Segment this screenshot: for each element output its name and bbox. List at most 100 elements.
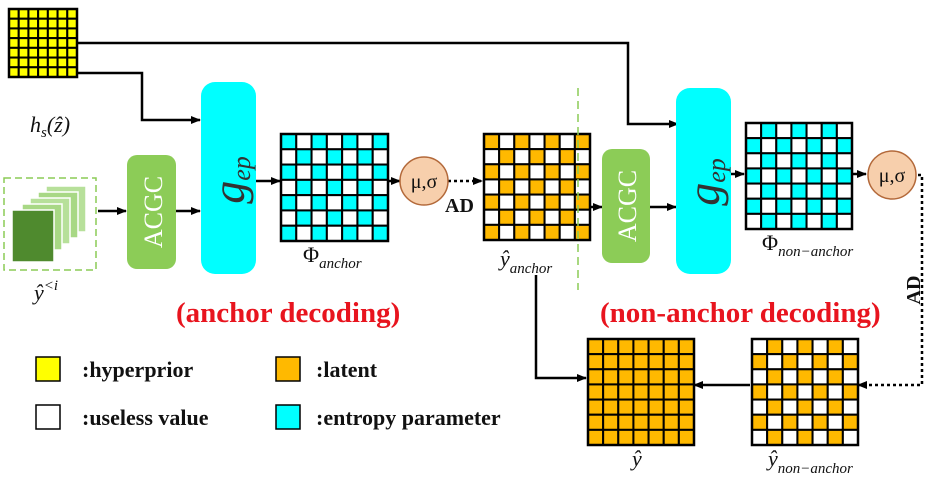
grid-cell [310, 209, 328, 227]
phi-nonanchor-label: Φnon−anchor [762, 230, 853, 260]
grid-cell [662, 353, 680, 371]
grid-cell [543, 133, 561, 151]
grid-cell [781, 413, 799, 431]
grid-cell [766, 368, 784, 386]
latent-prev-stack [11, 185, 87, 263]
grid-cell [37, 8, 49, 20]
grid-cell [46, 37, 59, 49]
grid-cell [528, 208, 546, 226]
grid-cell [325, 209, 344, 227]
grid-cell [751, 338, 769, 356]
grid-cell [820, 212, 838, 231]
grid-cell [826, 368, 844, 386]
grid-cell [796, 353, 814, 371]
grid-cell [558, 163, 576, 181]
grid-cell [66, 37, 78, 49]
grid-cell [820, 167, 838, 185]
grid-cell [573, 163, 591, 181]
grid-cell [602, 338, 620, 356]
grid-cell [602, 428, 620, 447]
grid-cell [760, 167, 778, 185]
grid-cell [558, 178, 576, 196]
grid-cell [56, 37, 69, 49]
musigma-node-nonanchor: μ,σ [867, 150, 917, 200]
grid-cell [805, 152, 823, 170]
grid-cell [56, 46, 69, 59]
grid-cell [602, 413, 620, 431]
grid-cell [341, 148, 359, 166]
grid-cell [662, 398, 680, 416]
grid-cell [325, 148, 344, 166]
grid-cell [602, 383, 620, 401]
grid-cell [766, 398, 784, 416]
grid-cell [617, 338, 635, 356]
latent-prev-label: ŷ<i [32, 278, 58, 305]
grid-cell [498, 178, 516, 196]
grid-cell [835, 212, 853, 231]
y-anchor-to-y-full-arrow [534, 275, 587, 382]
grid-cell [790, 122, 808, 140]
grid-cell [27, 8, 40, 20]
grid-cell [498, 208, 516, 226]
grid-cell [647, 413, 665, 431]
legend-swatch-hyperprior [35, 356, 61, 382]
grid-cell [632, 353, 650, 371]
grid-cell [310, 133, 328, 151]
grid-cell [46, 46, 59, 59]
grid-cell [558, 133, 576, 151]
grid-cell [781, 398, 799, 416]
gep-label-anchor: gep [203, 156, 256, 204]
grid-cell [796, 413, 814, 431]
grid-cell [341, 178, 359, 197]
grid-cell [66, 56, 78, 69]
grid-border [279, 132, 390, 243]
grid-cell [835, 167, 853, 185]
acgc-block-anchor: ACGC [127, 155, 176, 269]
grid-cell [483, 178, 501, 196]
grid-cell [483, 163, 501, 181]
grid-cell [760, 197, 778, 215]
grid-cell [371, 163, 390, 181]
grid-cell [17, 66, 30, 78]
grid-cell [781, 353, 799, 371]
y-nonanchor-grid [750, 337, 860, 447]
grid-cell [371, 148, 390, 166]
grid-cell [8, 8, 20, 20]
grid-cell [46, 8, 59, 20]
grid-cell [341, 133, 359, 151]
hyperprior-to-nonanchor-gep-arrow [77, 41, 679, 128]
grid-cell [280, 163, 298, 181]
grid-cell [751, 413, 769, 431]
grid-cell [295, 133, 313, 151]
grid-cell [632, 398, 650, 416]
grid-cell [632, 338, 650, 356]
grid-cell [745, 152, 763, 170]
grid-cell [341, 209, 359, 227]
grid-cell [513, 148, 531, 166]
grid-cell [647, 398, 665, 416]
grid-cell [37, 56, 49, 69]
grid-cell [8, 46, 20, 59]
grid-cell [56, 8, 69, 20]
grid-cell [587, 398, 605, 416]
grid-cell [17, 37, 30, 49]
grid-cell [513, 178, 531, 196]
grid-cell [647, 368, 665, 386]
grid-cell [587, 368, 605, 386]
grid-cell [66, 27, 78, 40]
grid-cell [295, 194, 313, 212]
grid-cell [677, 353, 695, 371]
hyperprior-to-anchor-gep-arrow [77, 71, 201, 124]
grid-cell [841, 338, 859, 356]
acgc-label-anchor: ACGC [139, 176, 168, 248]
grid-cell [513, 163, 531, 181]
grid-cell [790, 167, 808, 185]
grid-cell [573, 148, 591, 166]
grid-cell [766, 353, 784, 371]
grid-cell [280, 194, 298, 212]
y-anchor-label: ŷanchor [498, 246, 552, 277]
grid-cell [8, 17, 20, 30]
grid-cell [781, 383, 799, 401]
grid-cell [677, 368, 695, 386]
grid-cell [371, 178, 390, 197]
